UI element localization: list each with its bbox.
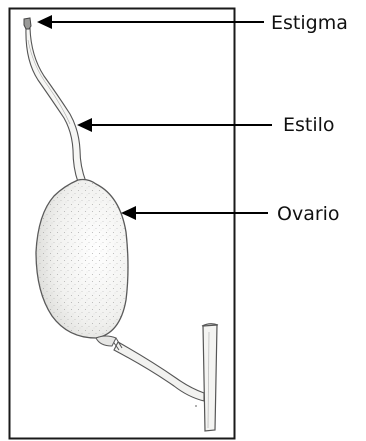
ovary-body (36, 180, 128, 347)
pistil-style (26, 28, 86, 182)
arrow-ovary (121, 206, 268, 220)
stigma-label: Estigma (271, 14, 348, 33)
arrow-stigma (37, 15, 264, 29)
ovary-label: Ovario (277, 205, 340, 224)
style-label: Estilo (283, 116, 335, 135)
pedicel (112, 338, 204, 401)
receptacle-stem (192, 324, 218, 431)
stigma (24, 18, 31, 29)
arrow-style (77, 118, 272, 132)
